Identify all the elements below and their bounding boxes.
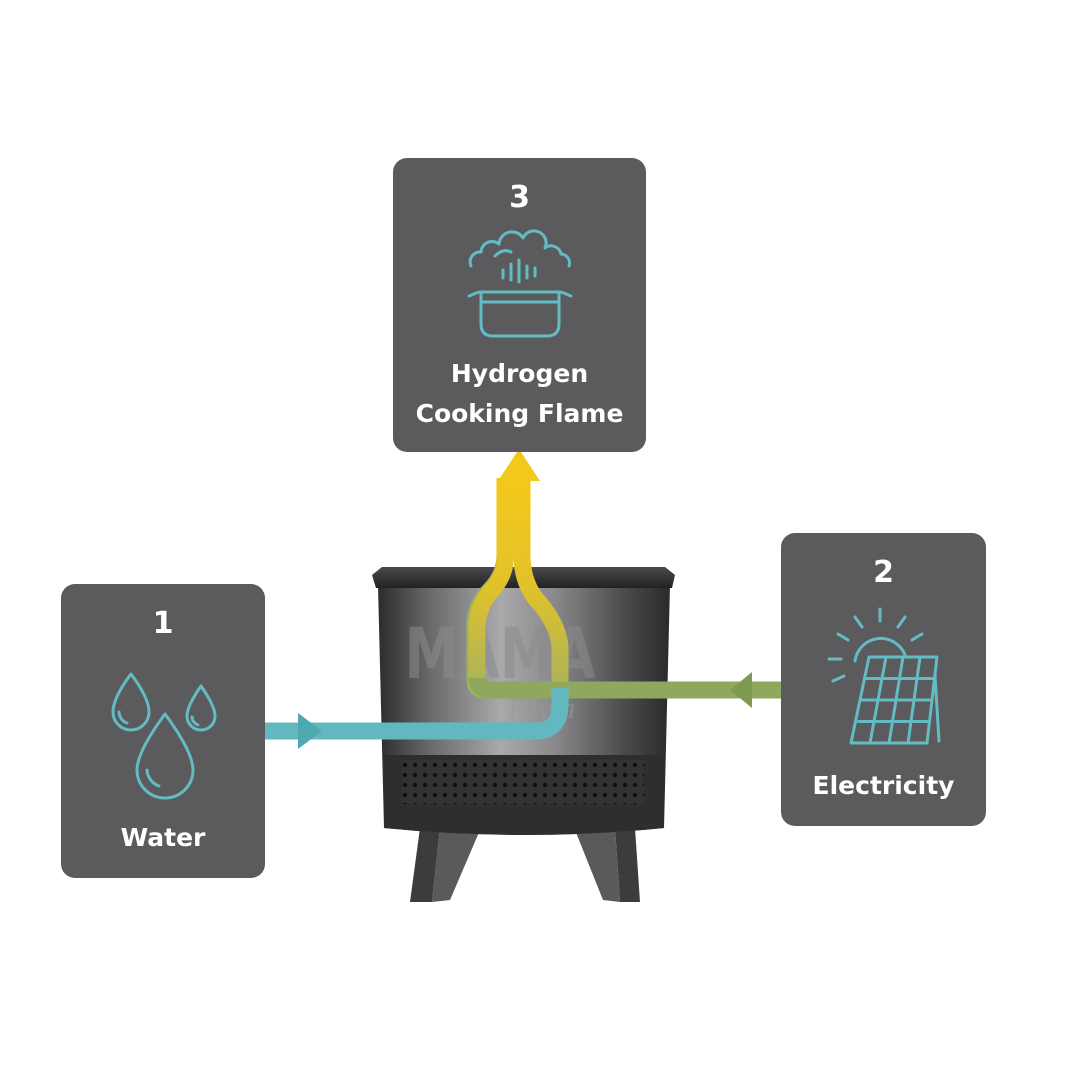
step-number: 1 xyxy=(152,606,174,641)
step-label: Water xyxy=(120,823,206,852)
step-label-line-1: Hydrogen xyxy=(450,359,589,388)
water-drops-icon xyxy=(111,672,217,800)
step-label-line-2: Cooking Flame xyxy=(415,399,624,428)
step-number: 3 xyxy=(509,180,530,215)
water-arrow xyxy=(265,688,569,749)
step-number: 2 xyxy=(873,555,894,590)
device-grille xyxy=(402,760,644,804)
device-legs xyxy=(410,823,640,902)
step-label: Electricity xyxy=(812,771,955,800)
solar-panel-sun-icon xyxy=(827,607,941,745)
electricity-arrow xyxy=(468,672,781,708)
step-card-electricity: 2 Electricity xyxy=(781,533,986,826)
step-card-hydrogen-flame: 3 Hydrogen Cooking Flame xyxy=(393,158,646,452)
boiling-pot-icon xyxy=(467,229,573,338)
step-card-water: 1 Water xyxy=(61,584,265,878)
